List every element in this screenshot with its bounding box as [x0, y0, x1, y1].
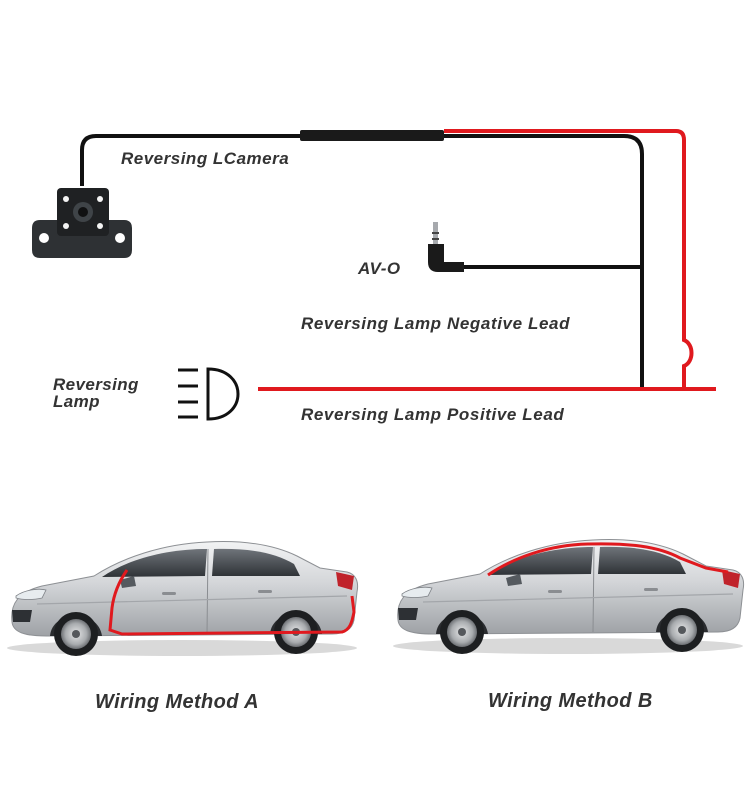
positive-lead-label: Reversing Lamp Positive Lead [301, 405, 565, 424]
av-jack-icon [428, 222, 464, 272]
method-b-wire-route [487, 542, 729, 577]
camera-icon [32, 188, 132, 258]
camera-label: Reversing LCamera [121, 149, 290, 168]
wire-connector [300, 130, 444, 141]
positive-wire [444, 129, 694, 389]
negative-wire [444, 134, 644, 389]
av-label: AV-O [358, 259, 401, 278]
lamp-label-line1: Reversing [53, 375, 139, 394]
method-a-wire-route [108, 569, 356, 636]
method-a-label: Wiring Method A [95, 691, 259, 713]
car-method-b [392, 538, 745, 655]
camera-wire [80, 134, 300, 186]
negative-lead-label: Reversing Lamp Negative Lead [301, 314, 571, 333]
lamp-label-line2: Lamp [53, 392, 100, 411]
car-method-a [6, 540, 359, 657]
method-b-label: Wiring Method B [488, 690, 653, 712]
reversing-lamp-icon [178, 367, 240, 421]
reversing-lamp-label: Reversing Lamp [53, 376, 139, 410]
